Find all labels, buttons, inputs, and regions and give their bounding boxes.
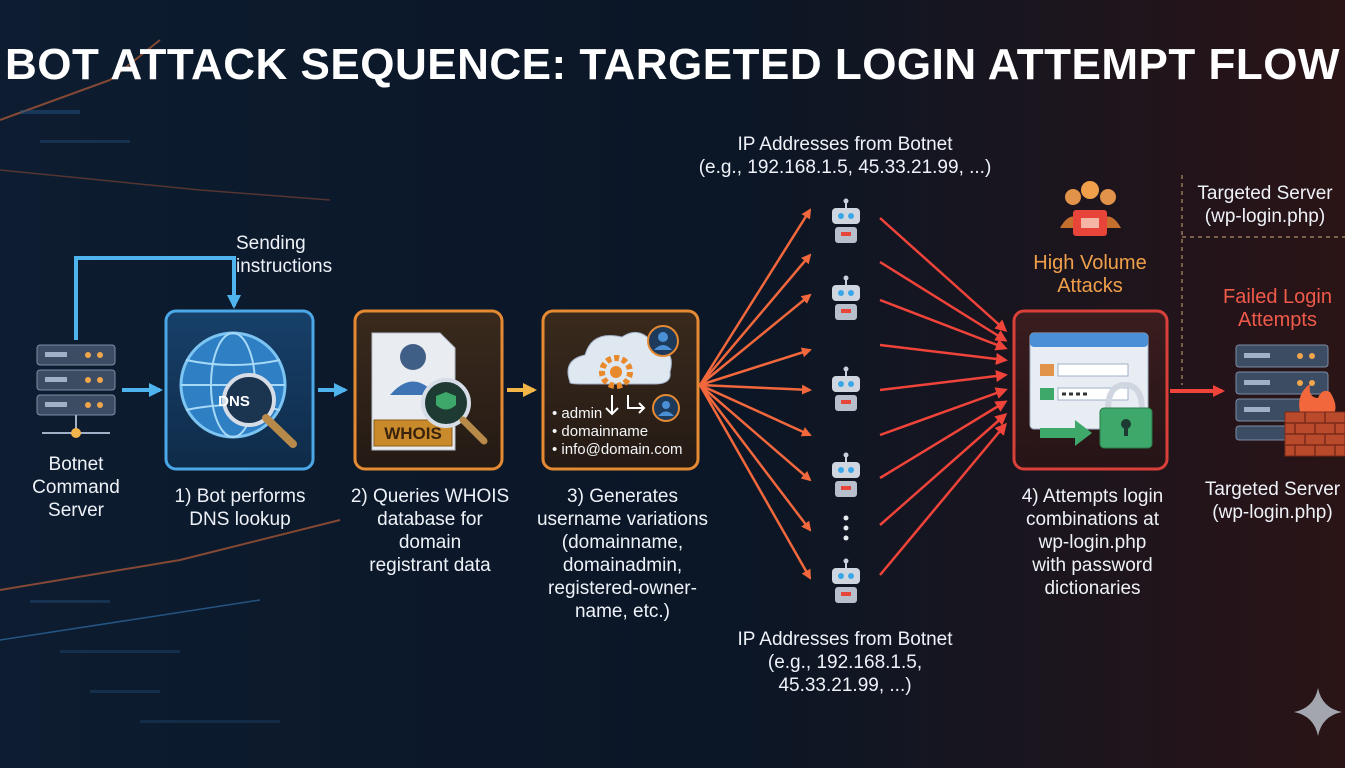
attackers-icon xyxy=(1060,181,1121,236)
bot-icon xyxy=(832,558,860,603)
username-item: • admin xyxy=(552,405,603,422)
sparkle-icon xyxy=(1294,688,1342,736)
step4-label: 4) Attempts login combinations at wp-log… xyxy=(1021,486,1164,599)
fanout-arrows xyxy=(698,208,812,580)
globe-magnifier-icon xyxy=(179,331,297,448)
username-item: • domainname xyxy=(552,423,649,440)
bot-icon xyxy=(832,275,860,320)
server-firewall-icon xyxy=(1235,344,1345,457)
failed-login-label: Failed Login Attempts xyxy=(1223,286,1332,331)
instructions-arrow xyxy=(74,256,241,340)
server-icon xyxy=(36,344,116,438)
document-user-icon xyxy=(371,332,488,451)
bot-icon xyxy=(832,366,860,411)
botnet-bottom-label: IP Addresses from Botnet (e.g., 192.168.… xyxy=(737,629,953,696)
dns-icon-text: DNS xyxy=(218,393,250,410)
username-item: • info@domain.com xyxy=(552,441,683,458)
target-bottom-label: Targeted Server (wp-login.php) xyxy=(1204,479,1341,523)
page-title: BOT ATTACK SEQUENCE: TARGETED LOGIN ATTE… xyxy=(5,40,1340,89)
login-lock-icon xyxy=(1029,332,1153,449)
command-server-label: Botnet Command Server xyxy=(32,454,120,521)
step1-label: 1) Bot performs DNS lookup xyxy=(174,486,306,530)
bot-icon xyxy=(832,452,860,497)
username-list: • admin • domainname • info@domain.com xyxy=(552,405,692,459)
bot-icon xyxy=(832,198,860,243)
whois-icon-text: WHOIS xyxy=(384,424,442,443)
high-volume-label: High Volume Attacks xyxy=(1033,252,1147,297)
target-top-label: Targeted Server (wp-login.php) xyxy=(1197,183,1333,227)
ellipsis-dots xyxy=(843,515,849,541)
botnet-top-label: IP Addresses from Botnet (e.g., 192.168.… xyxy=(698,134,992,178)
cloud-gear-icon xyxy=(567,325,680,422)
step2-label: 2) Queries WHOIS database for domain reg… xyxy=(350,486,510,576)
step3-label: 3) Generates username variations (domain… xyxy=(536,486,709,622)
converge-arrows xyxy=(879,217,1008,576)
sending-instructions-label: Sending instructions xyxy=(236,233,333,277)
decorative-streaks xyxy=(0,39,341,723)
